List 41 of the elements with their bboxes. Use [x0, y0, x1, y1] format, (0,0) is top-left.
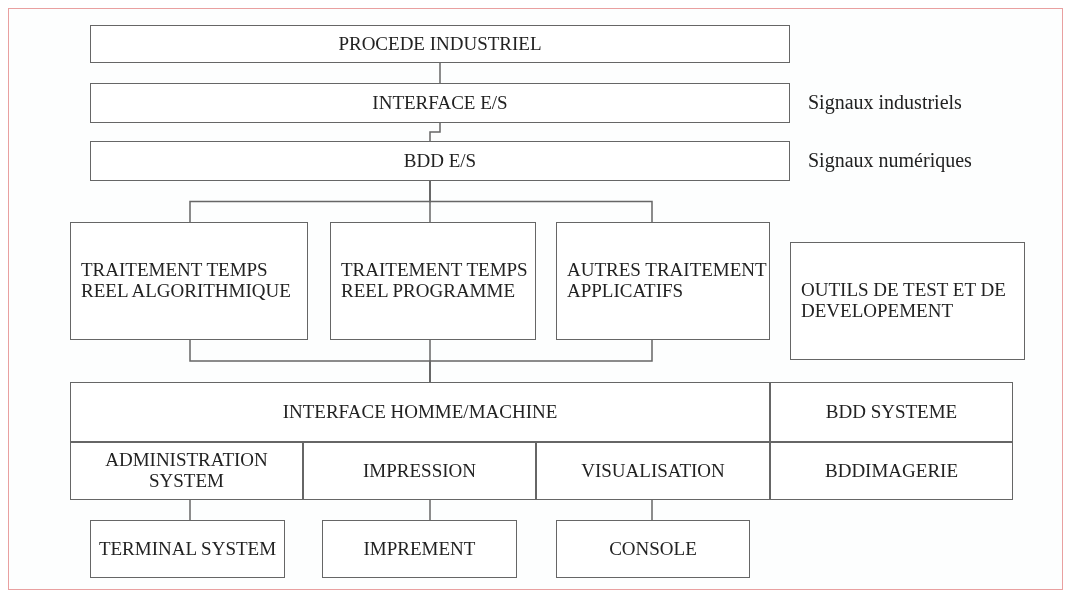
process-box — [70, 222, 308, 340]
process-box — [90, 25, 790, 63]
process-box — [790, 242, 1025, 360]
box-label: TERMINAL SYSTEM — [98, 538, 277, 560]
box-label: BDDIMAGERIE — [825, 460, 958, 482]
box-label: IMPREMENT — [363, 538, 476, 560]
connector-line — [651, 499, 653, 521]
process-box — [556, 520, 750, 578]
connector-line — [429, 499, 431, 521]
table-cell-box — [536, 442, 770, 500]
process-box — [556, 222, 770, 340]
box-label: TRAITEMENT TEMPS REEL ALGORITHMIQUE — [81, 260, 292, 302]
connector-line — [429, 122, 441, 142]
table-cell-box — [70, 382, 770, 442]
signal-annotation: Signaux industriels — [808, 91, 962, 114]
box-label: AUTRES TRAITEMENT APPLICATIFS — [567, 260, 768, 302]
box-label: BDD E/S — [403, 150, 477, 172]
box-label: INTERFACE HOMME/MACHINE — [282, 401, 558, 423]
box-label: ADMINISTRATION SYSTEM — [104, 450, 269, 492]
box-label: TRAITEMENT TEMPS REEL PROGRAMME — [341, 260, 529, 302]
box-label: IMPRESSION — [363, 460, 476, 482]
process-box — [90, 520, 285, 578]
box-label: CONSOLE — [609, 538, 697, 560]
process-box — [90, 141, 790, 181]
process-box — [330, 222, 536, 340]
table-cell-box — [770, 382, 1013, 442]
box-label: OUTILS DE TEST ET DE DEVELOPEMENT — [801, 280, 1007, 322]
connector-line — [429, 180, 653, 223]
box-label: INTERFACE E/S — [372, 92, 508, 114]
process-box — [90, 83, 790, 123]
table-cell-box — [70, 442, 303, 500]
box-label: BDD SYSTEME — [825, 401, 958, 423]
connector-line — [439, 62, 441, 84]
signal-annotation: Signaux numériques — [808, 149, 972, 172]
connector-line — [429, 339, 653, 383]
process-box — [322, 520, 517, 578]
connector-line — [189, 499, 191, 521]
box-label: PROCEDE INDUSTRIEL — [338, 33, 542, 55]
table-cell-box — [303, 442, 536, 500]
box-label: VISUALISATION — [581, 460, 725, 482]
table-cell-box — [770, 442, 1013, 500]
